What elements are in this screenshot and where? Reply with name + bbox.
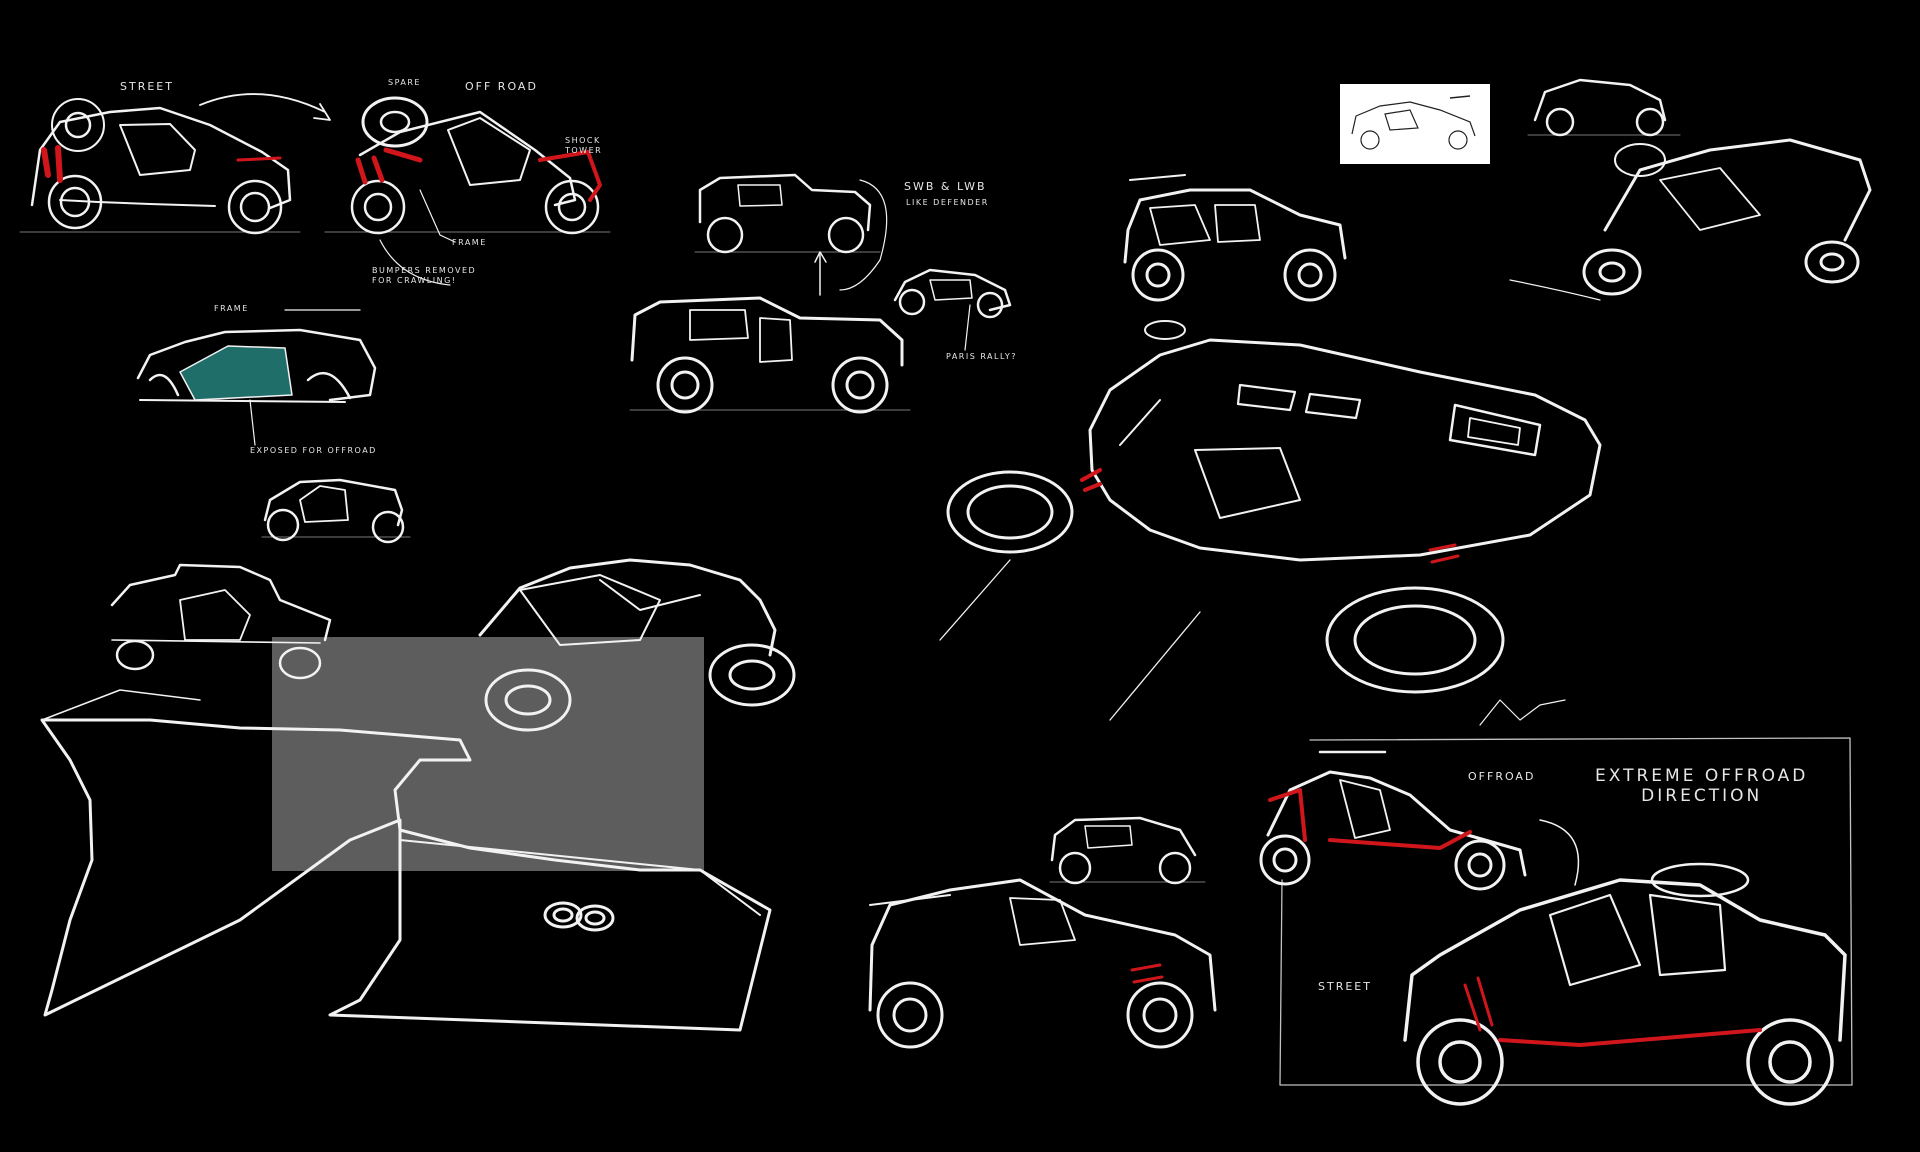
top-right-buggy-sketch	[1509, 138, 1872, 301]
large-suv-sketch	[868, 878, 1217, 1049]
grey-background-panel	[272, 637, 704, 871]
extreme-offroad-frame-box	[1279, 737, 1853, 1086]
annotation-street-top: STREET	[120, 80, 174, 93]
annotation-exposed-for-offroad: EXPOSED FOR OFFROAD	[250, 446, 377, 455]
annotation-frame-small: FRAME	[214, 304, 249, 313]
compact-car-sketch	[1527, 78, 1681, 137]
annotation-offroad: OFFROAD	[1468, 770, 1536, 783]
frame-cutaway-sketch	[136, 309, 377, 446]
street-hero-buggy-sketch	[1403, 862, 1847, 1106]
annotation-shock-tower: SHOCK TOWER	[565, 136, 603, 155]
annotation-street-bottom: STREET	[1318, 980, 1372, 993]
swb-defender-sketch	[694, 173, 881, 254]
small-buggy-sketch	[261, 478, 411, 544]
annotation-frame: FRAME	[452, 238, 487, 247]
lwb-defender-sketch	[629, 179, 911, 414]
annotation-paris-rally: PARIS RALLY?	[946, 352, 1018, 361]
floating-buggy-sketch-center	[478, 558, 796, 732]
small-suv-sketch	[1049, 816, 1206, 885]
offroad-red-frame-buggy-sketch	[1259, 750, 1580, 891]
reference-thumbnail-sketch	[1351, 95, 1476, 150]
annotation-like-defender: LIKE DEFENDER	[906, 198, 989, 207]
interior-panel-sketch	[40, 689, 772, 1032]
reference-thumbnail	[1340, 84, 1490, 164]
annotation-bumpers-removed: BUMPERS REMOVED FOR CRAWLING!	[372, 266, 477, 285]
annotation-spare: SPARE	[388, 78, 421, 87]
gmc-overhead-sketch	[939, 320, 1602, 726]
street-buggy-sketch	[19, 93, 331, 235]
offroad-suv-sketch	[1123, 174, 1347, 302]
annotation-extreme-offroad-direction: EXTREME OFFROAD DIRECTION	[1595, 766, 1809, 807]
floating-buggy-sketch-left	[110, 563, 332, 680]
annotation-swb-lwb: SWB & LWB	[904, 180, 987, 193]
gmc-logo-mark	[1236, 383, 1362, 420]
rally-car-sketch	[893, 268, 1012, 351]
offroad-buggy-sketch	[324, 96, 611, 286]
annotation-off-road: OFF ROAD	[465, 80, 538, 93]
